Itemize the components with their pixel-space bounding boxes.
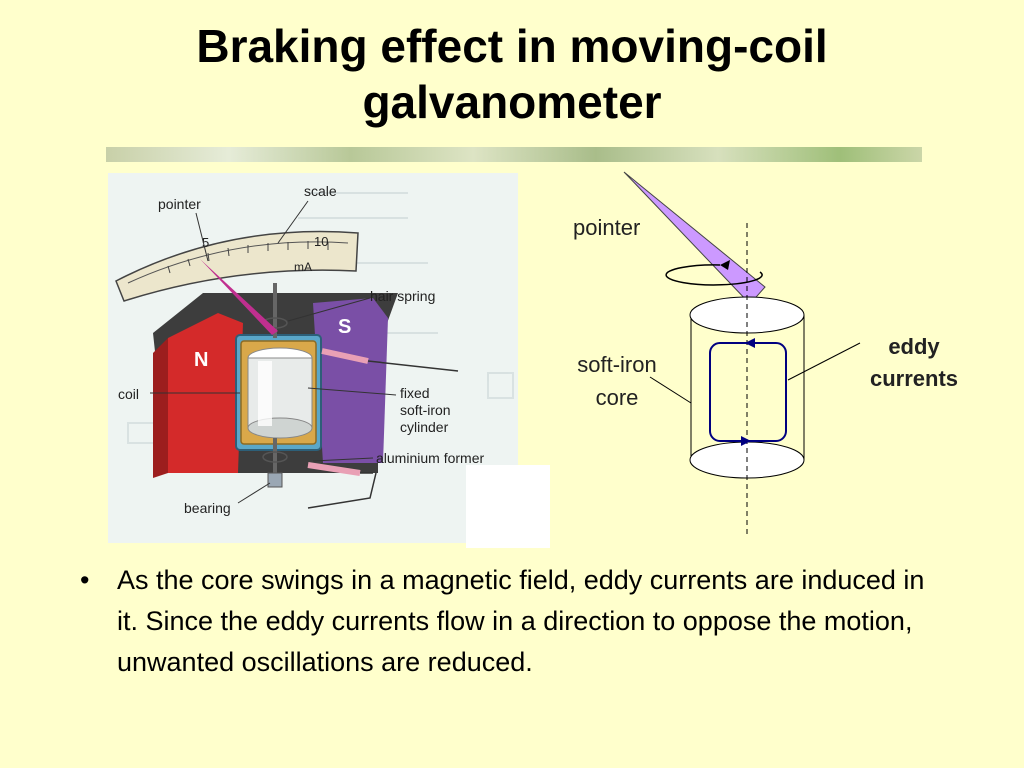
title-line-1: Braking effect in moving-coil — [196, 20, 828, 72]
bearing-label: bearing — [184, 500, 231, 516]
cylinder-bottom — [247, 417, 313, 439]
pointer-label: pointer — [573, 215, 640, 240]
hair-spring-label: hair spring — [370, 288, 435, 304]
scale-label: scale — [304, 183, 337, 199]
scale-arc — [115, 230, 359, 302]
scale-ticks — [167, 241, 329, 274]
lower-hair-spring — [262, 451, 288, 463]
core-label-line-1: soft-iron — [577, 352, 656, 377]
soft-iron-label: soft-iron — [400, 402, 451, 418]
eddy-leader-line — [787, 342, 861, 381]
pointer-label: pointer — [158, 196, 201, 212]
galvanometer-illustration: 5 10 mA N S pointer scale hair spring co… — [108, 173, 550, 548]
south-pole-label: S — [338, 316, 351, 338]
upper-lead-tube — [321, 348, 369, 364]
pointer-needle — [200, 259, 278, 335]
upper-lead-wire — [367, 360, 459, 372]
cylinder-highlight — [258, 361, 272, 426]
slide-title: Braking effect in moving-coil galvanomet… — [60, 18, 964, 130]
leader-lines — [150, 200, 397, 504]
pointer-wedge — [623, 171, 766, 305]
eddy-label-line-2: currents — [870, 366, 958, 391]
core-leader-line — [649, 376, 692, 404]
rotation-arrowhead — [720, 260, 730, 270]
south-pole-piece — [313, 298, 388, 463]
fixed-label: fixed — [400, 385, 430, 401]
aluminium-former-label: aluminium former — [376, 450, 484, 466]
scale-unit: mA — [294, 260, 312, 274]
bullet-text: As the core swings in a magnetic field, … — [117, 565, 925, 677]
title-divider — [106, 147, 922, 162]
lower-lead-tube — [307, 462, 361, 476]
core-label-line-2: core — [596, 385, 639, 410]
lower-lead-return — [307, 472, 377, 509]
title-line-2: galvanometer — [362, 76, 662, 128]
scale-number-5: 5 — [202, 235, 209, 250]
eddy-current-schematic: pointer soft-iron core eddy currents — [573, 171, 958, 537]
coil-label: coil — [118, 386, 139, 402]
north-pole-label: N — [194, 349, 208, 371]
scale-number-10: 10 — [314, 234, 328, 249]
north-pole-side — [153, 338, 168, 478]
scale-tick-line — [127, 241, 349, 284]
eddy-current-loop — [709, 342, 787, 442]
bullet-list: • As the core swings in a magnetic field… — [80, 560, 950, 683]
cylinder-label: cylinder — [400, 419, 449, 435]
eddy-label-line-1: eddy — [888, 334, 940, 359]
bullet-item: • As the core swings in a magnetic field… — [80, 560, 950, 683]
illustration-corner-patch — [466, 465, 550, 548]
bullet-marker: • — [80, 565, 90, 595]
bearing-block — [267, 472, 283, 488]
rotation-arrow — [665, 264, 763, 286]
